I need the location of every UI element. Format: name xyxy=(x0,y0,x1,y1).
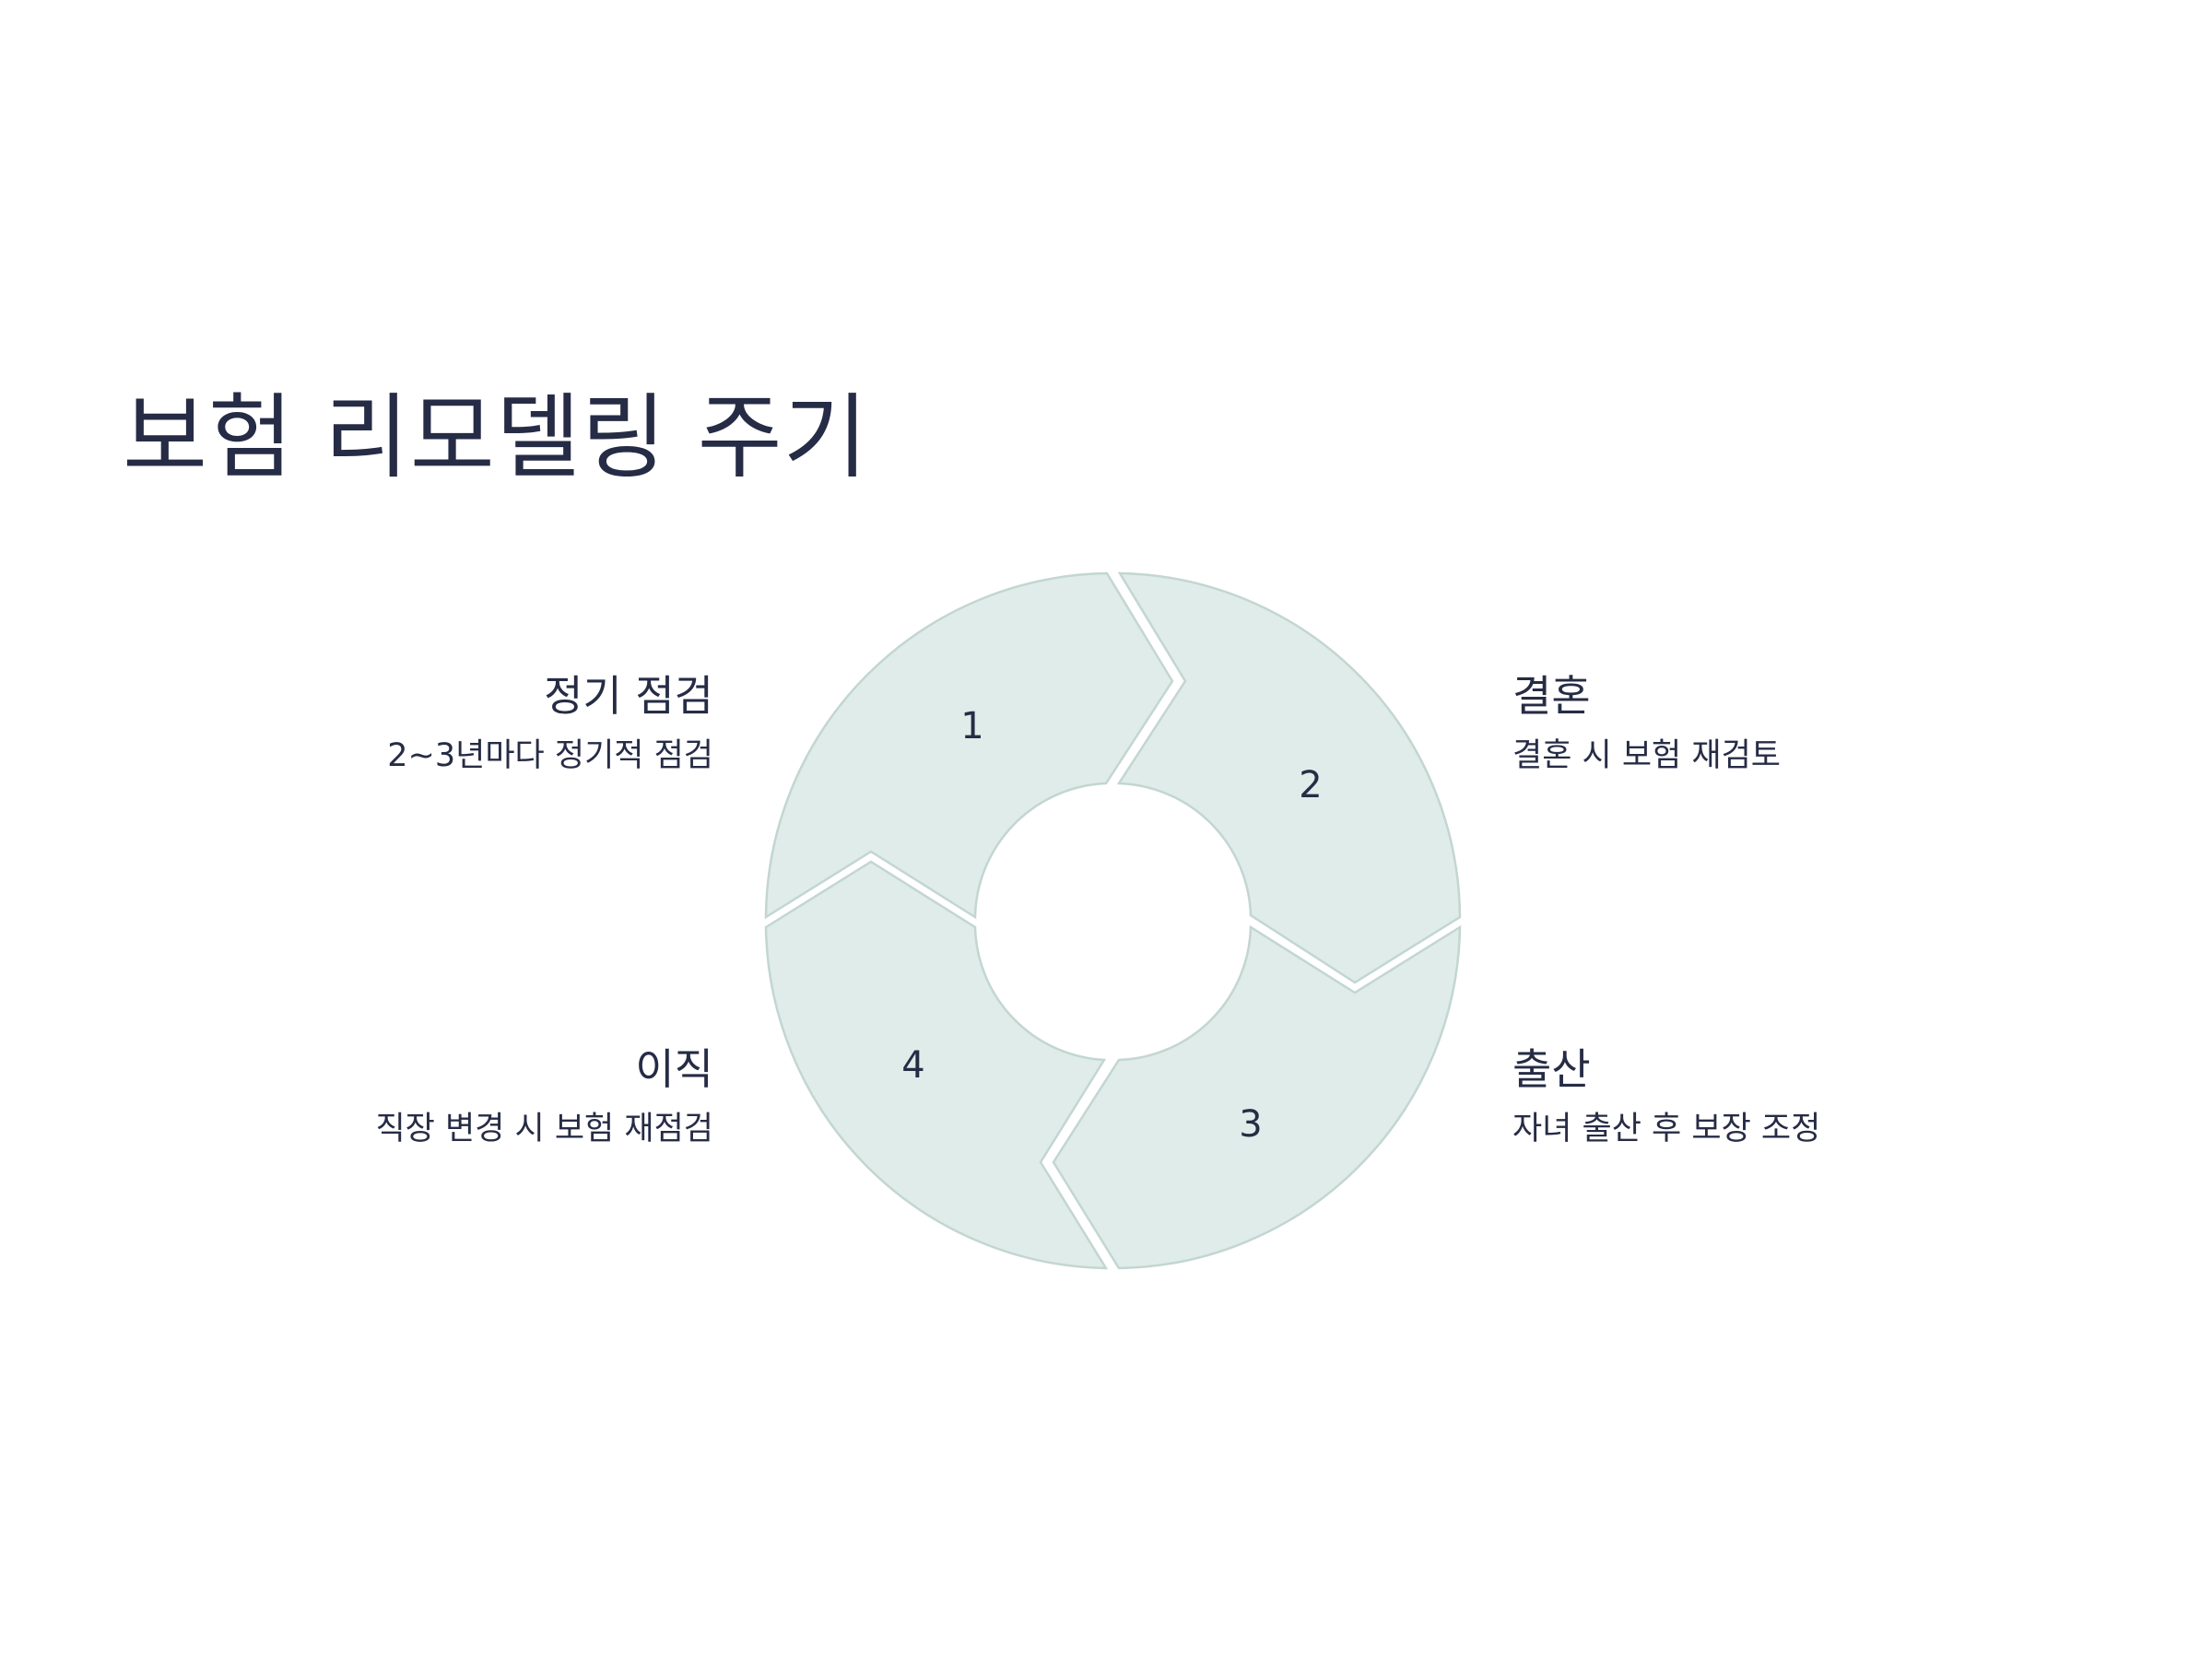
segment-number-4: 4 xyxy=(901,1044,924,1087)
page-title: 보험 리모델링 주기 xyxy=(123,383,869,491)
segment-number-2: 2 xyxy=(1299,764,1322,806)
step-title: 결혼 xyxy=(1512,671,1591,721)
step-description: 결혼 시 보험 재검토 xyxy=(1512,737,1781,775)
segment-numbers: 1 2 3 4 xyxy=(901,705,1322,1146)
step-label-3: 출산 자녀 출산 후 보장 조정 xyxy=(1512,1044,1820,1148)
step-description: 직장 변경 시 보험 재점검 xyxy=(375,1111,713,1148)
step-label-4: 이직 직장 변경 시 보험 재점검 xyxy=(375,1044,713,1148)
step-title: 정기 점검 xyxy=(544,671,713,721)
step-description: 자녀 출산 후 보장 조정 xyxy=(1512,1111,1821,1148)
step-label-1: 정기 점검 2~3년마다 정기적 점검 xyxy=(387,671,713,775)
cycle-segments xyxy=(764,571,1462,1270)
segment-1 xyxy=(764,571,1174,920)
step-label-2: 결혼 결혼 시 보험 재검토 xyxy=(1512,671,1781,775)
step-description: 2~3년마다 정기적 점검 xyxy=(387,737,713,775)
segment-2 xyxy=(1116,571,1462,984)
step-title: 출산 xyxy=(1512,1044,1591,1094)
step-title: 이직 xyxy=(635,1044,713,1094)
segment-number-1: 1 xyxy=(960,705,983,747)
segment-3 xyxy=(1052,924,1462,1270)
segment-4 xyxy=(764,860,1109,1270)
segment-number-3: 3 xyxy=(1239,1103,1262,1146)
